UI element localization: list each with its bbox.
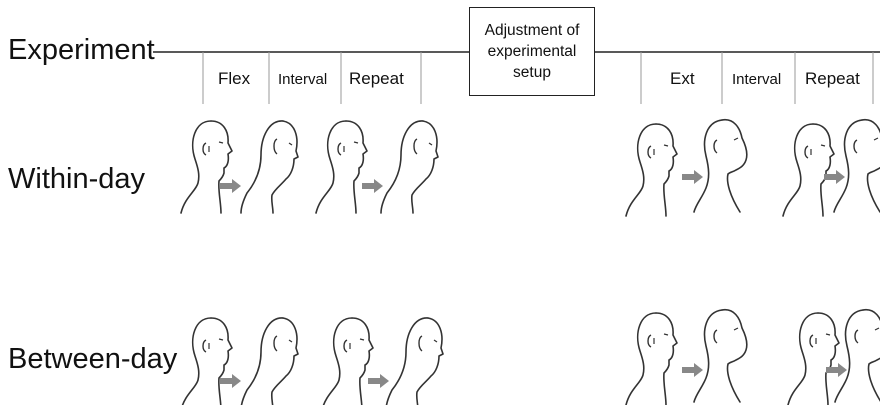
head-neutral-icon (315, 120, 368, 214)
head-extended-icon (693, 118, 748, 213)
phase-interval: Interval (732, 71, 782, 88)
head-neutral-icon (180, 120, 233, 214)
head-neutral-icon (180, 317, 233, 405)
head-extended-icon (834, 308, 880, 403)
within-flex-pair-2 (315, 120, 439, 214)
setup-adjustment-label: Adjustment of experimental setup (484, 22, 580, 81)
phase-ext: Ext (670, 69, 695, 88)
head-neutral-icon (625, 312, 678, 405)
head-extended-icon (833, 118, 880, 213)
phase-interval: Interval (278, 71, 328, 88)
head-neutral-icon (625, 123, 678, 217)
within-flex-pair-1 (180, 120, 299, 214)
head-flexed-icon (240, 317, 299, 405)
head-neutral-icon (787, 312, 840, 405)
head-neutral-icon (321, 317, 374, 405)
arrow-right-icon (220, 179, 241, 193)
head-neutral-icon (782, 123, 835, 217)
arrow-right-icon (682, 170, 703, 184)
between-ext-pair-1 (625, 308, 748, 405)
between-ext-pair-2 (787, 308, 880, 405)
arrow-right-icon (682, 363, 703, 377)
row-label-within-day: Within-day (8, 163, 145, 195)
phase-repeat: Repeat (349, 69, 404, 88)
head-flexed-icon (385, 317, 444, 405)
head-flexed-icon (380, 120, 439, 214)
within-ext-pair-2 (782, 118, 880, 217)
phase-repeat: Repeat (805, 69, 860, 88)
row-label-between-day: Between-day (8, 343, 178, 375)
within-ext-pair-1 (625, 118, 748, 217)
between-flex-pair-1 (180, 317, 299, 405)
arrow-right-icon (824, 170, 845, 184)
arrow-right-icon (220, 374, 241, 388)
arrow-right-icon (362, 179, 383, 193)
head-extended-icon (693, 308, 748, 403)
phase-flex: Flex (218, 69, 251, 88)
arrow-right-icon (826, 363, 847, 377)
between-flex-pair-2 (321, 317, 444, 405)
setup-adjustment-box: Adjustment of experimental setup (469, 7, 595, 96)
row-label-experiment: Experiment (8, 34, 155, 66)
head-flexed-icon (240, 120, 299, 214)
arrow-right-icon (368, 374, 389, 388)
